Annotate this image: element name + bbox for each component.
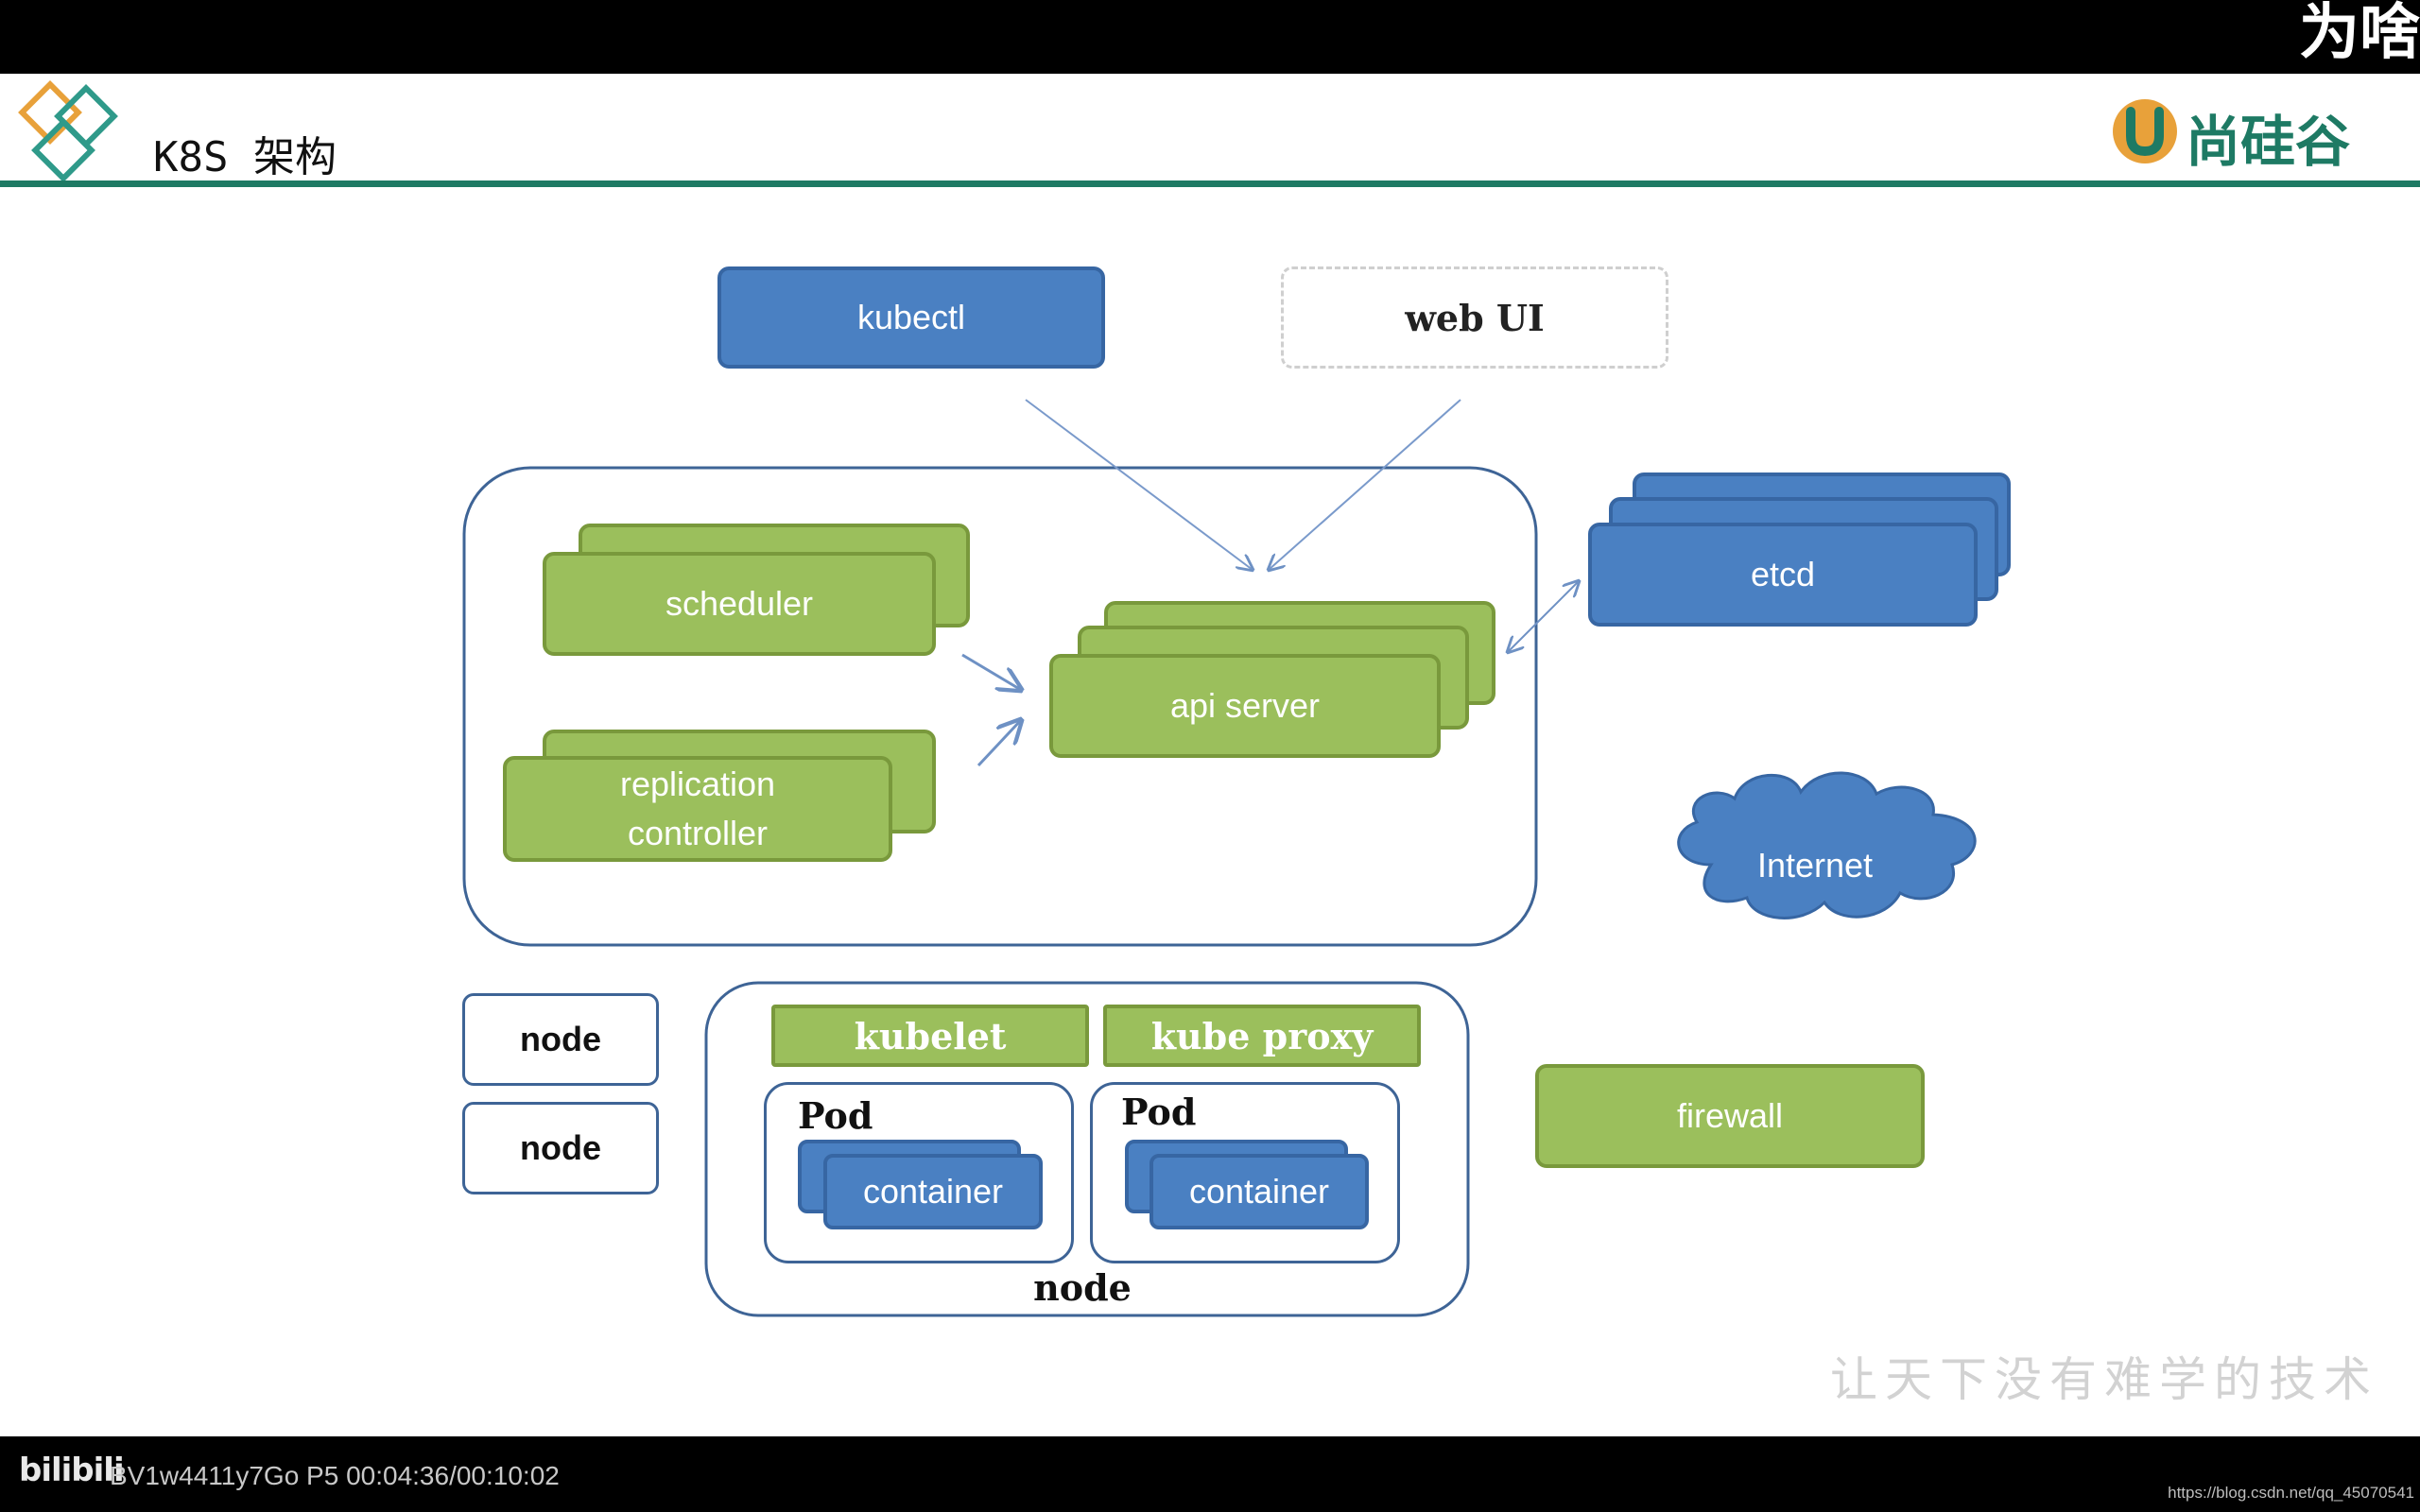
- web-ui-label: web UI: [1405, 296, 1545, 339]
- arrow-replication-to-api: [977, 720, 1021, 767]
- replication-controller-label-line2: controller: [627, 814, 769, 852]
- video-info: BV1w4411y7Go P5 00:04:36/00:10:02: [110, 1461, 560, 1490]
- arrow-kubectl-to-api: [1025, 399, 1253, 570]
- container-box-2: container: [1150, 1154, 1369, 1229]
- arrow-webui-to-api: [1269, 399, 1461, 570]
- replication-controller-label-line1: replication: [619, 765, 776, 803]
- top-video-bar: [0, 0, 2420, 74]
- api-server-label: api server: [1169, 686, 1321, 725]
- bottom-video-bar: [0, 1436, 2420, 1512]
- arrow-api-etcd: [1508, 581, 1579, 652]
- kubectl-box: kubectl: [717, 266, 1105, 369]
- internet-label: Internet: [1756, 846, 1874, 885]
- node-region-border: [704, 981, 1470, 1317]
- replication-controller-box: replication controller: [503, 756, 892, 862]
- firewall-label: firewall: [1676, 1096, 1784, 1135]
- arrow-scheduler-to-api: [961, 653, 1021, 690]
- node-label-1: node: [520, 1020, 601, 1058]
- pod-box-1: [764, 1082, 1074, 1263]
- slogan-watermark: 让天下没有难学的技术: [1830, 1352, 2378, 1407]
- kubelet-label: kubelet: [854, 1014, 1007, 1057]
- internet-cloud-icon: [1677, 771, 1977, 919]
- firewall-box: firewall: [1535, 1064, 1925, 1168]
- scheduler-box: scheduler: [543, 552, 936, 656]
- top-overlay-text: 为啥: [2299, 0, 2420, 68]
- api-server-box: api server: [1049, 654, 1441, 758]
- node-label-2: node: [520, 1128, 601, 1167]
- pod-label-2: Pod: [1121, 1091, 1197, 1133]
- node-main-label: node: [1033, 1266, 1132, 1309]
- brand-u-icon: [2113, 99, 2177, 163]
- node-box-2: node: [462, 1102, 659, 1194]
- header-divider: [0, 180, 2420, 187]
- bilibili-logo: bilibili: [19, 1452, 125, 1489]
- pod-label-1: Pod: [798, 1094, 873, 1137]
- kubelet-box: kubelet: [771, 1005, 1089, 1067]
- pod-box-2: [1090, 1082, 1400, 1263]
- kube-proxy-box: kube proxy: [1103, 1005, 1421, 1067]
- container-label-2: container: [1188, 1172, 1330, 1211]
- web-ui-box: web UI: [1281, 266, 1668, 369]
- page-title: K8S 架构: [153, 133, 337, 181]
- scheduler-label: scheduler: [665, 584, 814, 623]
- container-box-1: container: [823, 1154, 1043, 1229]
- etcd-label: etcd: [1750, 555, 1816, 593]
- master-region-border: [462, 466, 1538, 947]
- blog-url: https://blog.csdn.net/qq_45070541: [2168, 1484, 2414, 1502]
- node-box-1: node: [462, 993, 659, 1086]
- kubectl-label: kubectl: [856, 298, 966, 336]
- diamond-logo-icon: [18, 80, 118, 182]
- kube-proxy-label: kube proxy: [1150, 1014, 1374, 1057]
- etcd-box: etcd: [1588, 523, 1978, 627]
- brand-name: 尚硅谷: [2186, 110, 2351, 174]
- container-label-1: container: [862, 1172, 1004, 1211]
